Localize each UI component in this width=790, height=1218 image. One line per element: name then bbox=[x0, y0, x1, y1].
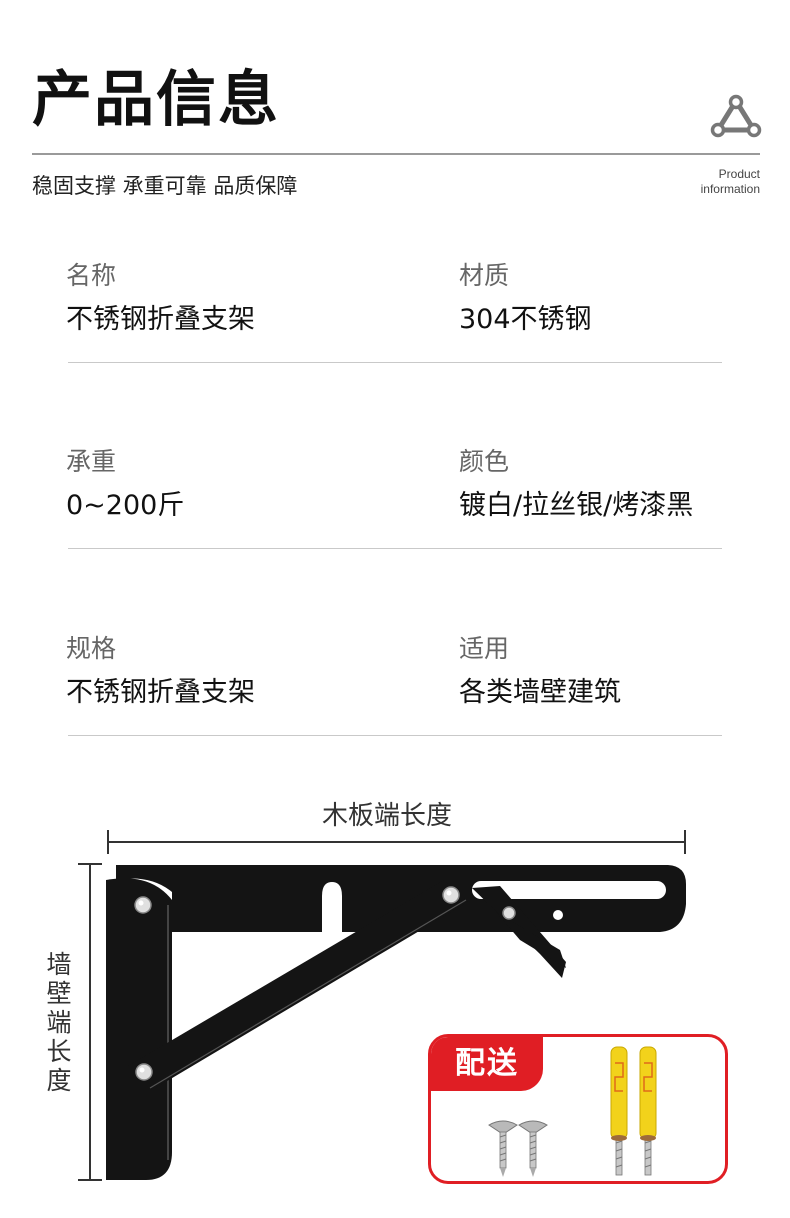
header-divider bbox=[32, 153, 760, 155]
bracket-hole bbox=[553, 910, 563, 920]
spec-label: 材质 bbox=[459, 261, 510, 290]
english-label: Product information bbox=[701, 167, 760, 197]
bracket-diagonal-strut bbox=[128, 880, 468, 1090]
horizontal-dimension-line bbox=[107, 830, 686, 854]
spec-row-divider bbox=[68, 362, 722, 363]
bracket-rivets bbox=[134, 886, 516, 1081]
spec-label: 适用 bbox=[459, 634, 510, 663]
wall-length-label: 墙壁端长度 bbox=[46, 950, 72, 1095]
spec-item-name: 名称 不锈钢折叠支架 bbox=[66, 263, 255, 333]
page-subtitle: 稳固支撑 承重可靠 品质保障 bbox=[32, 174, 298, 198]
spec-row-divider bbox=[68, 735, 722, 736]
spec-label: 名称 bbox=[66, 261, 117, 290]
spec-row-divider bbox=[68, 548, 722, 549]
triangle-nodes-icon bbox=[710, 94, 762, 138]
bracket-slot bbox=[472, 881, 666, 899]
spec-value: 304不锈钢 bbox=[459, 304, 592, 335]
gift-items-illustration bbox=[488, 1046, 657, 1177]
spec-label: 承重 bbox=[66, 447, 117, 476]
spec-value: 不锈钢折叠支架 bbox=[66, 677, 255, 708]
spec-item-load: 承重 0~200斤 bbox=[66, 449, 184, 519]
wall-anchor-icon bbox=[639, 1046, 657, 1176]
screw-icon bbox=[488, 1120, 518, 1177]
bracket-wall-arm bbox=[106, 878, 172, 1180]
spec-value: 镀白/拉丝银/烤漆黑 bbox=[459, 490, 694, 521]
english-label-line2: information bbox=[700, 182, 760, 196]
spec-item-color: 颜色 镀白/拉丝银/烤漆黑 bbox=[459, 449, 693, 519]
spec-label: 规格 bbox=[66, 634, 117, 663]
spec-item-size: 规格 不锈钢折叠支架 bbox=[66, 636, 255, 706]
board-length-label: 木板端长度 bbox=[322, 801, 453, 831]
spec-value: 不锈钢折叠支架 bbox=[66, 304, 255, 335]
vertical-dimension-line bbox=[78, 863, 102, 1181]
page-title: 产品信息 bbox=[32, 65, 280, 135]
wall-anchor-icon bbox=[610, 1046, 628, 1176]
spec-item-application: 适用 各类墙壁建筑 bbox=[459, 636, 621, 706]
screw-icon bbox=[518, 1120, 548, 1177]
spec-item-material: 材质 304不锈钢 bbox=[459, 263, 592, 333]
spec-value: 0~200斤 bbox=[66, 490, 185, 521]
spec-label: 颜色 bbox=[459, 447, 510, 476]
gift-box: 配送 bbox=[428, 1034, 728, 1184]
gift-tag: 配送 bbox=[431, 1037, 543, 1091]
english-label-line1: Product bbox=[718, 167, 760, 181]
spec-value: 各类墙壁建筑 bbox=[459, 677, 621, 708]
